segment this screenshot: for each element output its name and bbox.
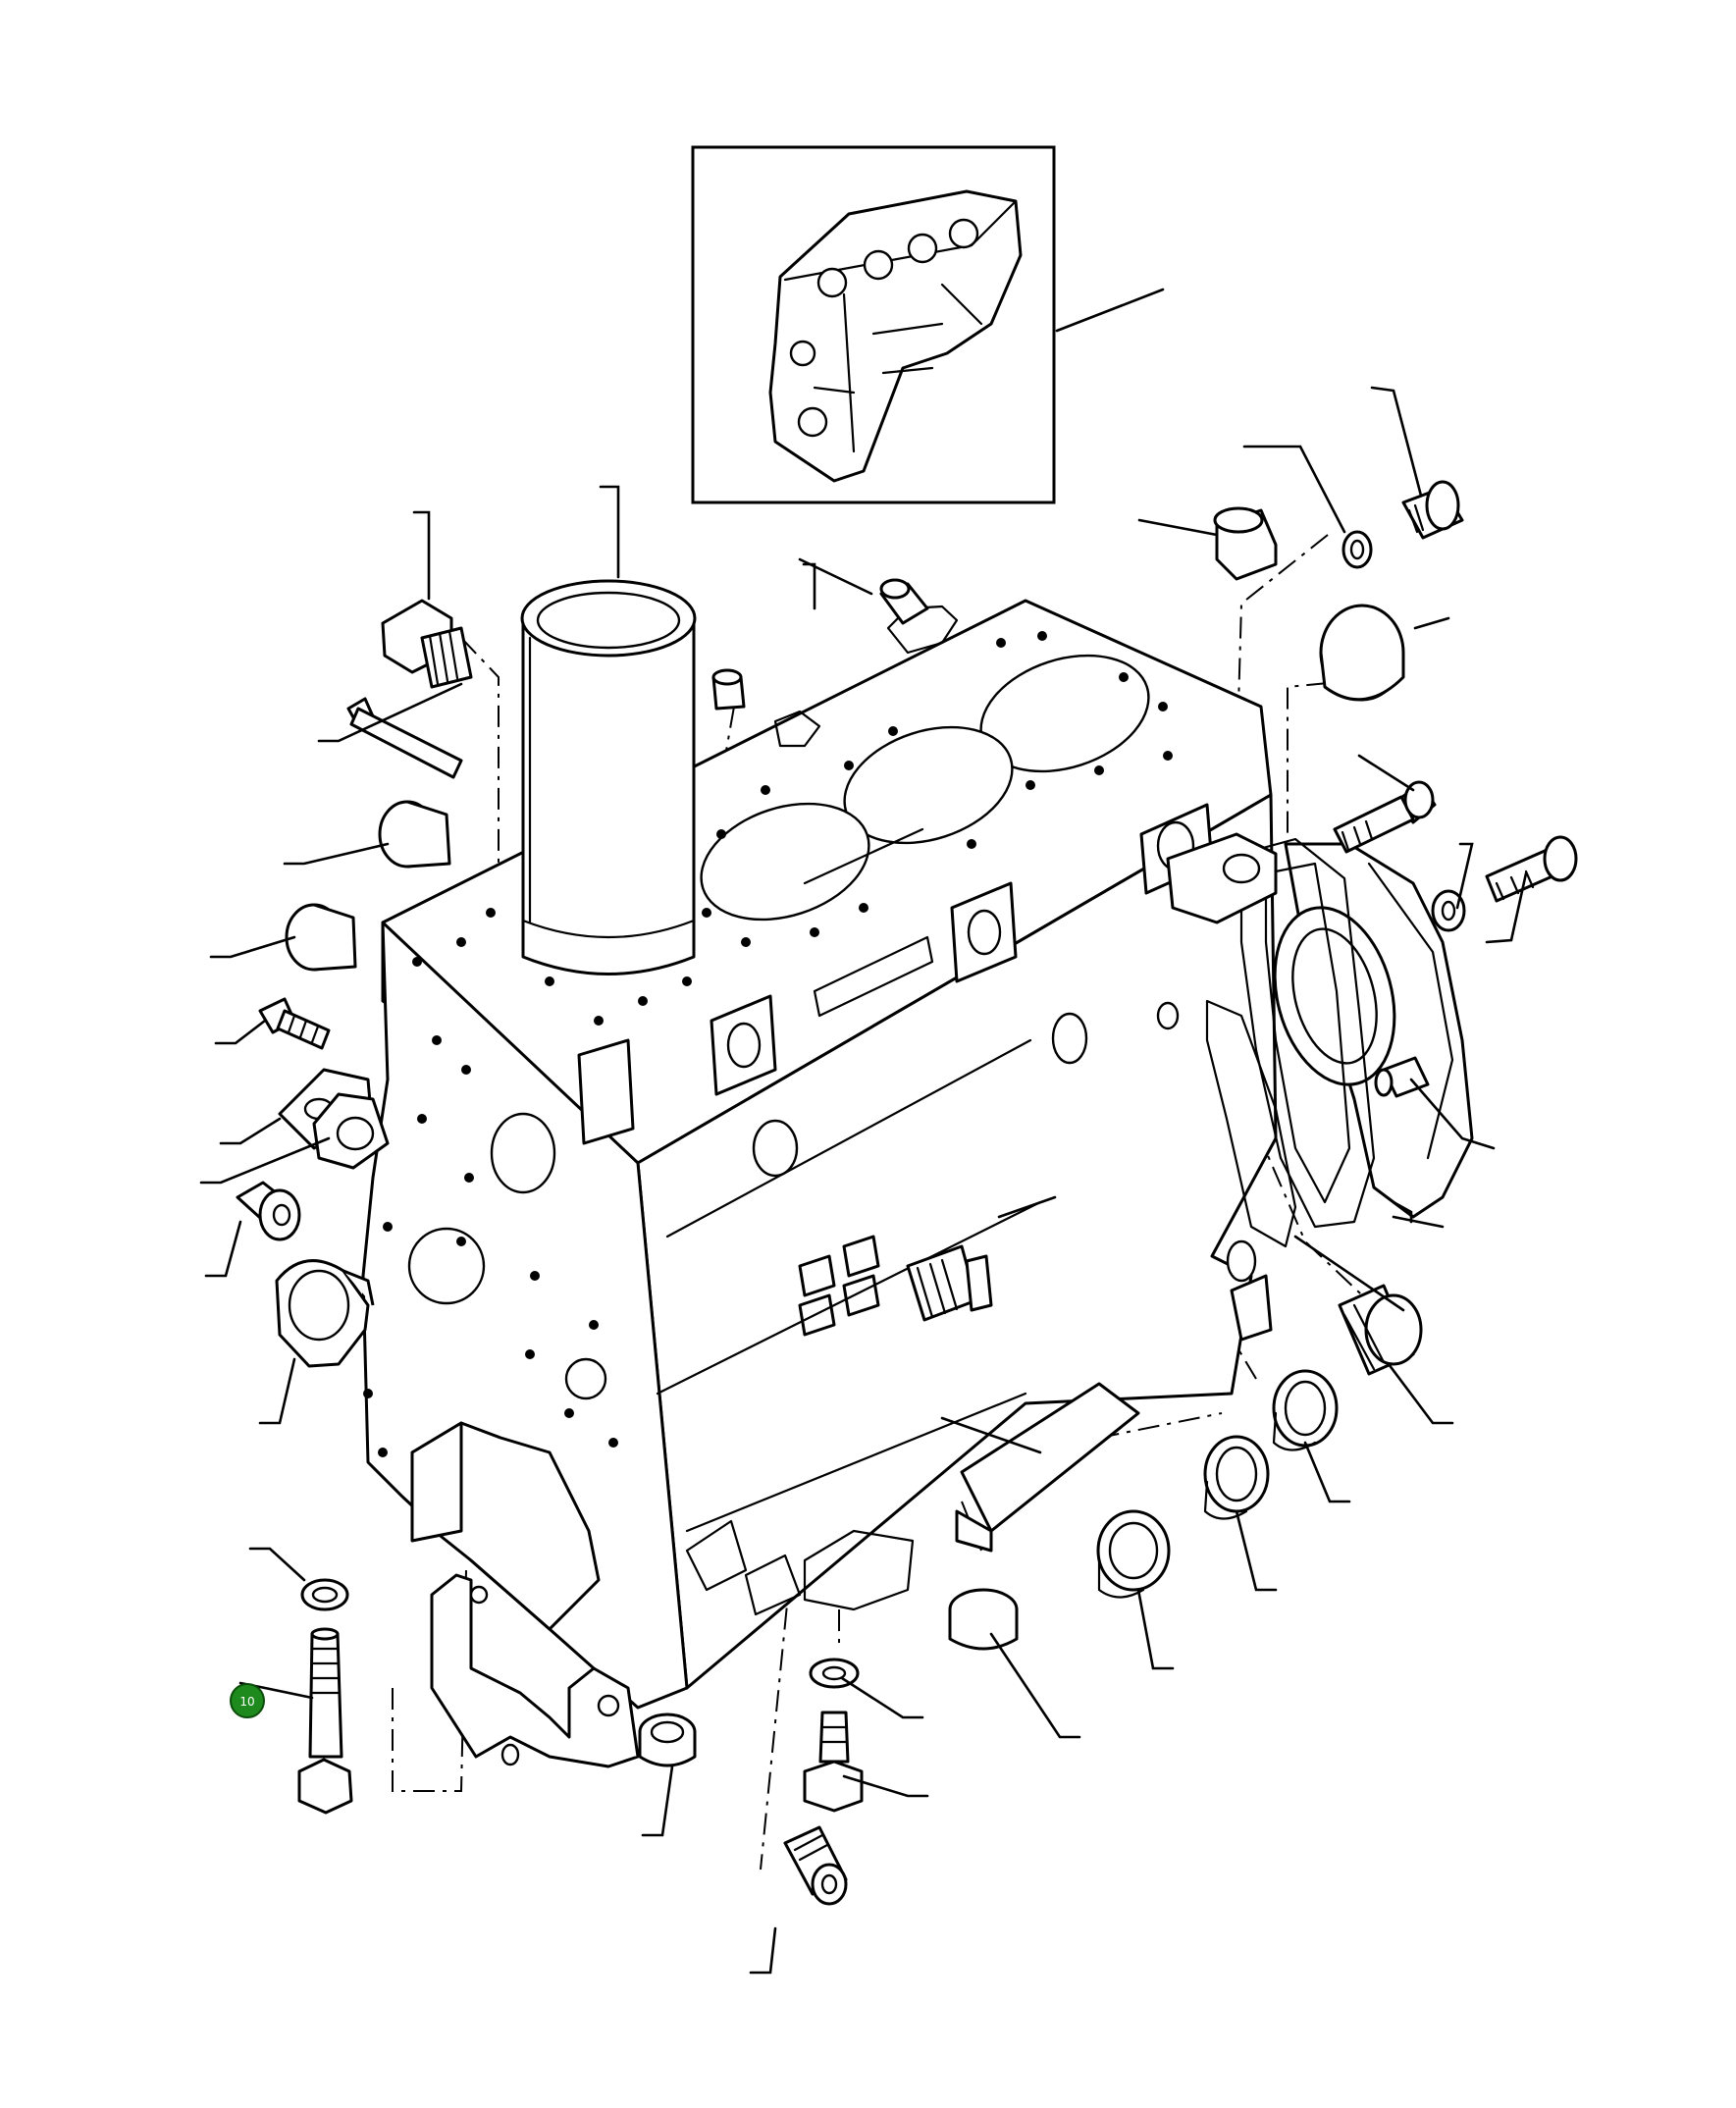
callout-label-10: 10: [239, 1695, 254, 1709]
threaded-plug-center[interactable]: [906, 1244, 993, 1322]
hollow-plug-bottom[interactable]: [783, 1825, 848, 1906]
callout-badge-10[interactable]: 10: [230, 1683, 265, 1718]
callout-leaders: [199, 386, 1528, 1975]
flange-bolt-right[interactable]: [1333, 780, 1437, 854]
cam-bushing-front[interactable]: [1096, 1509, 1171, 1599]
cup-plug-left-2[interactable]: [285, 903, 357, 972]
cylinder-block[interactable]: [361, 599, 1278, 1710]
washer-right[interactable]: [1431, 889, 1466, 932]
threaded-plug-top[interactable]: [1401, 480, 1464, 540]
inset-complete-block[interactable]: [691, 145, 1165, 504]
cap-plug-top[interactable]: [879, 578, 929, 625]
oil-flange-left[interactable]: [312, 1092, 390, 1170]
main-bearing-cap[interactable]: [430, 1573, 640, 1768]
washer-bottom-left[interactable]: [300, 1578, 349, 1611]
rear-seal-housing[interactable]: [1256, 842, 1474, 1219]
core-plug-large[interactable]: [1319, 604, 1405, 702]
cam-bushing-mid[interactable]: [1203, 1435, 1270, 1520]
rear-gasket[interactable]: [1239, 837, 1376, 1229]
cam-bushing-rear[interactable]: [1272, 1369, 1339, 1451]
dowel-top[interactable]: [711, 668, 746, 711]
threaded-plug-top-left[interactable]: [381, 599, 473, 689]
bushing-left-small[interactable]: [236, 1181, 301, 1241]
stud-bolt-left[interactable]: [346, 697, 463, 779]
drain-plug-right[interactable]: [1338, 1284, 1423, 1376]
thrust-bushing-bottom[interactable]: [638, 1713, 697, 1767]
cup-plug-left-1[interactable]: [378, 800, 451, 869]
gasket-strip[interactable]: [1205, 999, 1297, 1248]
core-plug-bottom[interactable]: [948, 1588, 1019, 1651]
bearing-cap-bolt-short[interactable]: [803, 1711, 864, 1813]
cylinder-liner[interactable]: [520, 579, 697, 975]
expansion-plug-top[interactable]: [1213, 506, 1278, 581]
deck-bolt-holes: [456, 631, 1173, 1026]
oil-pressure-flange[interactable]: [1166, 832, 1278, 924]
main-bearing-bolt[interactable]: [297, 1627, 353, 1815]
flange-bolt-left[interactable]: [258, 997, 331, 1050]
bolt-right-long[interactable]: [1485, 835, 1578, 903]
main-bearing-shell-front[interactable]: [275, 1259, 375, 1368]
front-face-holes: [363, 957, 618, 1457]
sealing-washer[interactable]: [1341, 530, 1373, 569]
